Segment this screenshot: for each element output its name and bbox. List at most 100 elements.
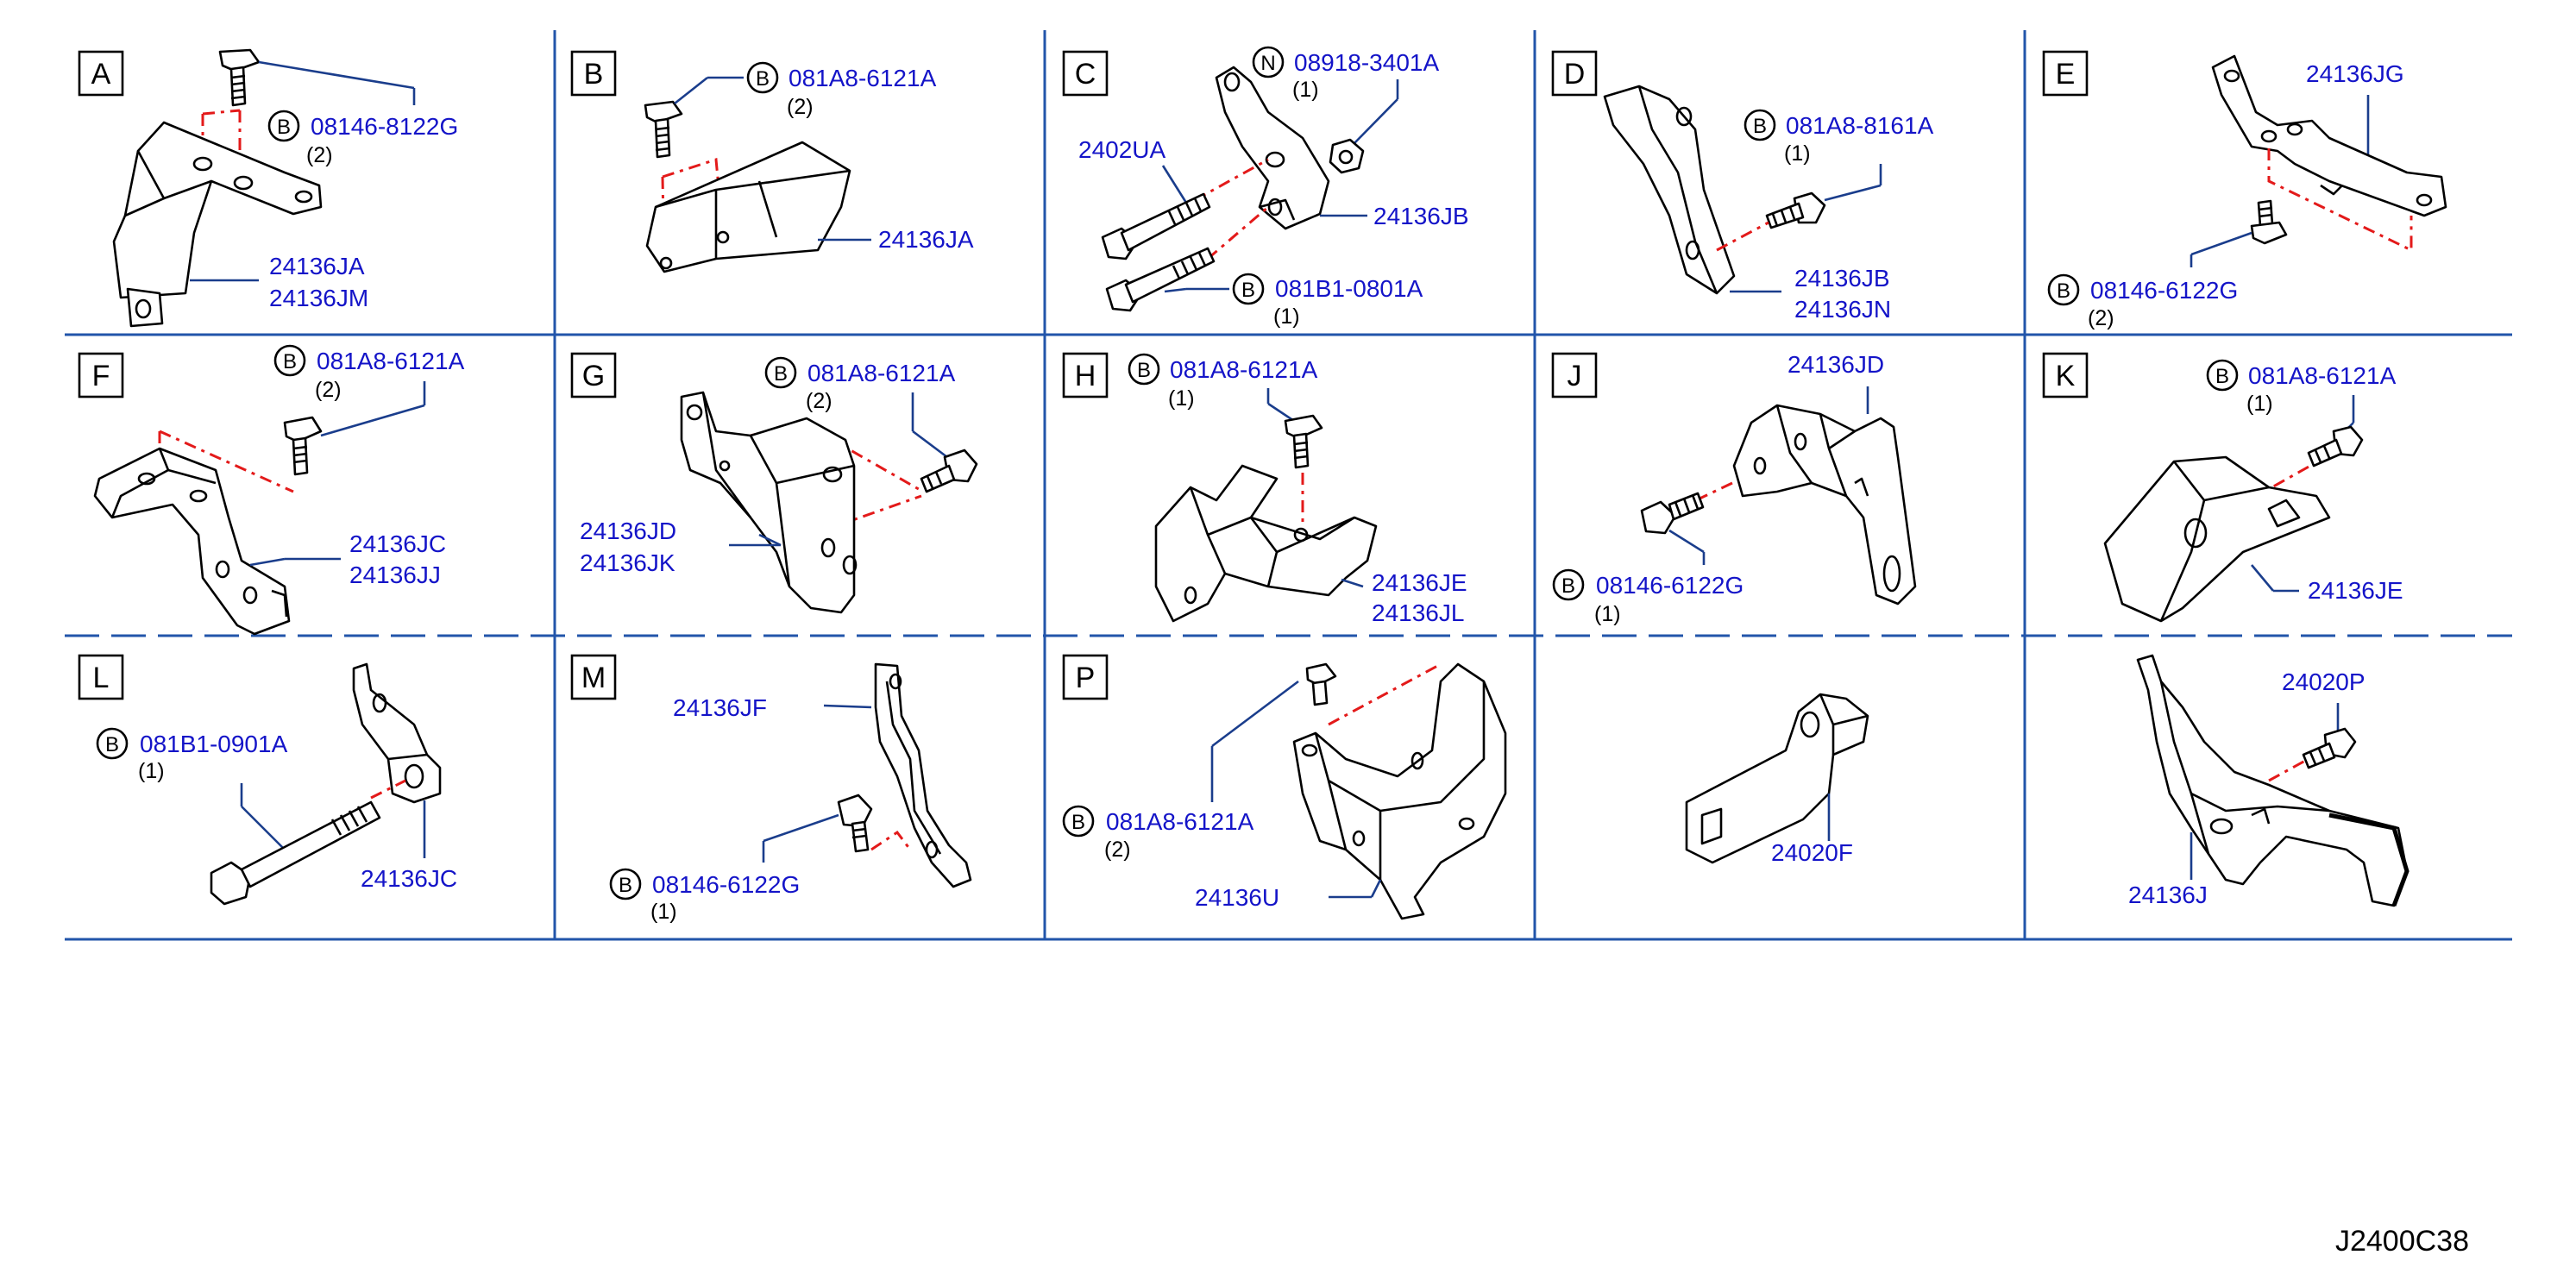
part-number-2: 24136J [2128,882,2208,908]
bolt-quantity: (2) [787,95,814,119]
bolt-quantity: (2) [315,378,342,402]
diagram-code: J2400C38 [2335,1225,2469,1258]
nut-prefix-circle [1252,46,1285,78]
bracket-icon [2103,455,2331,623]
bracket-icon [1732,404,1917,605]
bolt-prefix-circle [1744,109,1776,141]
bolt-part-number: 08146-6122G [652,871,800,898]
bracket-icon [93,447,291,636]
nut-prefix: N [1260,52,1275,75]
cell-r: 24020P 24136J [2128,654,2410,908]
bolt-part-number: 081A8-8161A [1786,112,1934,139]
cell-m: M 24136JF B 08146-6122G (1) [570,654,972,924]
part-number-1: 24136JB [1794,265,1890,292]
bracket-icon [2211,54,2447,217]
cell-letter: K [2056,360,2076,392]
bolt-icon [1305,662,1337,706]
part-number-1: 24136JC [361,865,457,892]
part-number-1: 24136JF [673,694,767,721]
cell-letter: M [581,662,606,694]
part-number-1: 24136JD [580,518,676,544]
bolt-quantity: (1) [650,900,677,924]
part-number-1: 24136JE [2308,577,2403,604]
bolt-prefix-circle [1128,353,1160,386]
bolt-part-number: 08146-6122G [2090,277,2238,304]
bolt-icon [920,449,978,493]
bolt-icon [218,48,261,107]
bracket-icon [2136,654,2409,907]
bolt-prefix: B [105,733,119,756]
cell-letter: A [91,58,111,91]
bolt-prefix: B [619,874,632,897]
bracket-icon [1685,693,1869,864]
cell-letter: P [1076,662,1096,694]
bracket-icon [1154,464,1378,623]
cell-letter-box [1062,654,1109,700]
bolt-icon [1284,414,1323,469]
part-number-1: 24136JA [878,226,974,253]
nut-quantity: (1) [1292,78,1319,102]
cell-letter-box [2042,50,2089,97]
bolt-part-number: 081A8-6121A [2248,362,2397,389]
cell-q: 24020F [1685,693,1869,866]
bracket-icon [352,662,442,804]
cell-letter-box [2042,352,2089,398]
cell-c: C N 08918-3401A (1) 2402UA 24136JB [1062,46,1469,329]
bolt-quantity: (1) [1273,304,1300,329]
part-number-2: 24136JK [580,549,675,576]
bracket-icon [680,391,858,614]
part-number-1: 24020F [1771,839,1853,866]
cell-letter-box [78,352,124,398]
bolt-prefix-circle [96,727,129,760]
bolt-part-number: 081A8-6121A [807,360,956,386]
bolt-icon [1101,192,1211,260]
cell-letter-box [1551,50,1598,97]
cell-letter: L [93,662,110,694]
cell-a: A B 08146-8122G (2) 24136JA 24136JM [78,48,458,328]
bracket-icon [112,121,323,328]
cell-letter-box [78,50,124,97]
nut-part-number: 08918-3401A [1294,49,1439,76]
cell-letter-box [1062,352,1109,398]
bolt-icon [2307,425,2364,467]
cell-letter-box [570,654,617,700]
bolt-quantity: (1) [138,759,165,783]
bracket-icon [645,141,851,273]
cell-d: D B 081A8-8161A (1) 24136JB 24136JN [1551,50,1934,323]
bolt-quantity: (1) [1594,602,1621,626]
bolt-prefix: B [774,362,788,386]
part-number-2: 24136JN [1794,296,1891,323]
bolt-icon [2302,727,2357,769]
bolt-prefix-circle [1062,805,1095,838]
bolt-prefix-circle [2206,359,2239,392]
part-number-1: 24136JE [1372,569,1467,596]
cell-l: L B 081B1-0901A (1) 24136JC [78,654,457,906]
part-number-1: 24136U [1195,884,1279,911]
cell-b: B B 081A8-6121A (2) 24136JA [570,50,974,273]
bolt-prefix-circle [273,344,306,377]
bolt-part-number: 081B1-0801A [1275,275,1423,302]
bolt-prefix: B [2057,279,2070,303]
part-number-1: 24136JC [349,530,446,557]
part-number-2: 24136JB [1373,203,1469,229]
bracket-icon [874,662,972,888]
cell-j: J 24136JD B 08146-6122G (1) [1551,351,1917,626]
part-number-2: 24136JJ [349,562,441,588]
part-number-2: 24136JL [1372,599,1464,626]
bolt-icon [210,800,381,906]
bolt-part-number: 081B1-0901A [140,731,288,757]
bracket-icon [1603,85,1736,295]
part-number-1: 24136JG [2306,60,2404,87]
cell-letter-box [570,50,617,97]
cell-e: E 24136JG B 08146-6122G (2) [2042,50,2447,330]
bolt-icon [837,794,873,853]
bolt-prefix-circle [267,110,300,142]
bracket-icon [1292,662,1507,920]
bolt-quantity: (2) [306,143,333,167]
bolt-prefix: B [1137,359,1151,382]
bolt-prefix-circle [1232,273,1265,305]
cell-letter: D [1564,58,1586,91]
cell-letter-box [78,654,124,700]
cell-f: F B 081A8-6121A (2) 24136JC 24136JJ [78,344,465,636]
